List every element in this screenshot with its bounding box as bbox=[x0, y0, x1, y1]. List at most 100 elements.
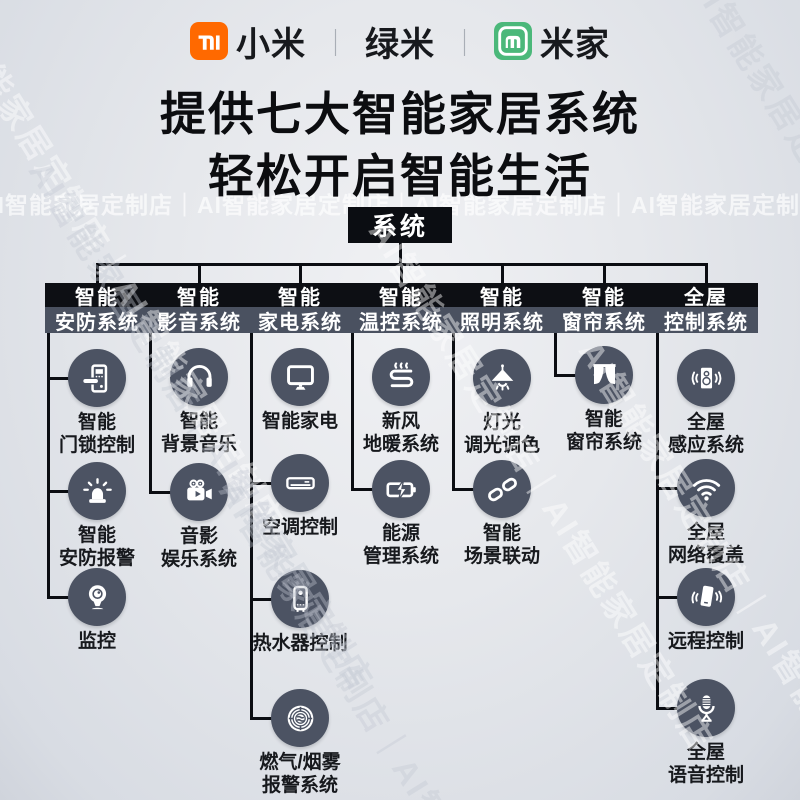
item-label-line: 智能 bbox=[77, 412, 116, 433]
branch-stub-line bbox=[95, 262, 99, 284]
root-stem-line bbox=[398, 243, 402, 266]
branch-stub-line bbox=[298, 262, 302, 284]
item-label: 全屋语音控制 bbox=[649, 741, 763, 787]
item-label-line: 门锁控制 bbox=[58, 435, 135, 456]
brand-label-lumi: 绿米 bbox=[365, 25, 435, 64]
item-label-line: 报警系统 bbox=[261, 775, 338, 796]
branch-header-line1: 智能 bbox=[450, 283, 554, 309]
item-label: 智能背景音乐 bbox=[142, 410, 256, 456]
branch-header-line2: 影音系统 bbox=[147, 307, 251, 334]
item-icon-circle bbox=[575, 346, 633, 404]
item-label: 智能门锁控制 bbox=[40, 411, 154, 457]
item-stub-line bbox=[554, 373, 576, 377]
item-icon-circle bbox=[271, 348, 329, 406]
branch-header-line1: 智能 bbox=[349, 283, 453, 309]
column-line bbox=[46, 331, 50, 599]
item-label-line: 智能 bbox=[482, 523, 521, 544]
siren-icon bbox=[82, 477, 112, 503]
branch-header-line1: 全屋 bbox=[654, 283, 758, 309]
item-label-line: 新风 bbox=[381, 411, 420, 432]
brand-bar: 小米 ｜ 绿米 ｜ 米家 bbox=[0, 20, 800, 64]
item-label-line: 全屋 bbox=[686, 522, 725, 543]
floor-heating-icon bbox=[389, 361, 413, 387]
item-label: 灯光调光调色 bbox=[445, 411, 559, 457]
xiaomi-logo-icon bbox=[190, 22, 228, 60]
branch-header-1: 智能安防系统 bbox=[45, 283, 149, 334]
item-label-line: 地暖系统 bbox=[362, 434, 439, 455]
water-heater-icon bbox=[292, 585, 308, 612]
branch-header-line2: 控制系统 bbox=[654, 307, 758, 334]
item-icon-circle bbox=[68, 349, 126, 407]
brand-label-mijia: 米家 bbox=[540, 25, 610, 64]
root-node: 系统 bbox=[348, 207, 452, 243]
item-label-line: 场景联动 bbox=[463, 546, 540, 567]
branch-header-6: 智能窗帘系统 bbox=[552, 283, 656, 334]
mijia-logo-icon bbox=[494, 22, 532, 60]
item-label: 智能窗帘系统 bbox=[547, 408, 661, 454]
brand-mijia: 米家 bbox=[494, 17, 610, 66]
brand-lumi: 绿米 bbox=[365, 17, 435, 66]
cctv-camera-icon bbox=[88, 584, 106, 609]
brand-label-xiaomi: 小米 bbox=[236, 25, 306, 64]
item-stub-line bbox=[149, 490, 171, 494]
branch-header-line2: 温控系统 bbox=[349, 307, 453, 334]
item-label: 智能家电 bbox=[243, 410, 357, 433]
item-label-line: 管理系统 bbox=[362, 546, 439, 567]
branch-stub-line bbox=[602, 262, 606, 284]
branch-stub-line bbox=[704, 262, 708, 284]
video-camera-icon bbox=[186, 479, 212, 500]
air-conditioner-icon bbox=[285, 476, 315, 489]
item-icon-circle bbox=[677, 568, 735, 626]
item-label-line: 语音控制 bbox=[667, 765, 744, 786]
branch-header-line1: 智能 bbox=[248, 283, 352, 309]
item-icon-circle bbox=[68, 568, 126, 626]
branch-header-7: 全屋控制系统 bbox=[654, 283, 758, 334]
item-icon-circle bbox=[271, 570, 329, 628]
item-icon-circle bbox=[170, 348, 228, 406]
branch-header-line2: 照明系统 bbox=[450, 307, 554, 334]
item-label-line: 窗帘系统 bbox=[565, 432, 642, 453]
item-stub-line bbox=[250, 597, 272, 601]
item-label: 燃气/烟雾报警系统 bbox=[243, 751, 357, 797]
item-label-line: 全屋 bbox=[686, 742, 725, 763]
item-label-line: 远程控制 bbox=[667, 631, 744, 652]
monitor-icon bbox=[286, 364, 314, 390]
item-stub-line bbox=[452, 487, 474, 491]
item-label-line: 燃气/烟雾 bbox=[259, 752, 341, 773]
item-label-line: 空调控制 bbox=[261, 517, 338, 538]
item-icon-circle bbox=[68, 462, 126, 520]
item-label-line: 智能家电 bbox=[261, 411, 338, 432]
wifi-icon bbox=[692, 478, 720, 501]
item-label: 智能安防报警 bbox=[40, 524, 154, 570]
item-label: 全屋网络覆盖 bbox=[649, 521, 763, 567]
chain-link-icon bbox=[487, 477, 517, 501]
branch-header-line2: 窗帘系统 bbox=[552, 307, 656, 334]
pendant-lamp-icon bbox=[491, 363, 513, 391]
item-label-line: 安防报警 bbox=[58, 548, 135, 569]
item-stub-line bbox=[47, 376, 69, 380]
branch-header-4: 智能温控系统 bbox=[349, 283, 453, 334]
item-label: 全屋感应系统 bbox=[649, 411, 763, 457]
battery-charge-icon bbox=[385, 479, 416, 500]
item-stub-line bbox=[656, 595, 678, 599]
item-label: 热水器控制 bbox=[243, 632, 357, 655]
item-label: 监控 bbox=[40, 630, 154, 653]
item-label-line: 能源 bbox=[381, 523, 420, 544]
item-label-line: 网络覆盖 bbox=[667, 545, 744, 566]
title-line1: 提供七大智能家居系统 bbox=[160, 88, 640, 140]
branch-stub-line bbox=[197, 262, 201, 284]
brand-xiaomi: 小米 bbox=[190, 17, 306, 66]
branch-header-line1: 智能 bbox=[147, 283, 251, 309]
column-line bbox=[148, 331, 152, 494]
item-stub-line bbox=[351, 487, 373, 491]
column-line bbox=[655, 331, 659, 710]
branch-stub-line bbox=[399, 262, 403, 284]
curtain-icon bbox=[592, 363, 616, 384]
item-label: 能源管理系统 bbox=[344, 522, 458, 568]
item-icon-circle bbox=[473, 460, 531, 518]
smoke-detector-icon bbox=[287, 705, 313, 731]
item-label-line: 娱乐系统 bbox=[160, 549, 237, 570]
item-icon-circle bbox=[170, 463, 228, 521]
item-label-line: 调光调色 bbox=[463, 435, 540, 456]
